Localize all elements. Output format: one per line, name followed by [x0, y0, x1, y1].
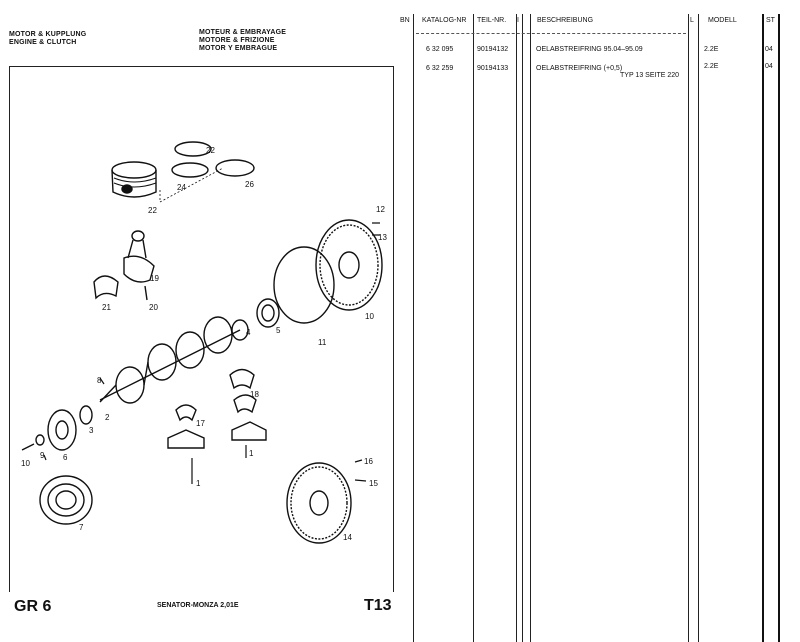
- part-callout: 22: [206, 146, 215, 155]
- part-callout: 19: [150, 274, 159, 283]
- pulley: [47, 409, 77, 451]
- part-callout: 13: [378, 233, 387, 242]
- modell: 2.2E: [704, 63, 719, 70]
- part-callout: 4: [246, 328, 251, 337]
- bearing-cap: [231, 421, 267, 441]
- part-callout: 26: [245, 180, 254, 189]
- part-callouts: 22 24 26 22 19 20 21 12 13 10 11 5 4 8 2…: [21, 146, 387, 542]
- part-callout: 20: [149, 303, 158, 312]
- part-callout: 16: [364, 457, 373, 466]
- gear: [79, 405, 93, 425]
- column-header-beschreibung: BESCHREIBUNG: [537, 17, 594, 24]
- column-divider: [413, 14, 414, 642]
- flywheel-drawing: [315, 219, 383, 311]
- teil-nr: 90194132: [477, 46, 509, 53]
- column-header-st: ST: [766, 17, 775, 24]
- beschreibung: OELABSTREIFRING (+0,5): [536, 65, 623, 72]
- part-callout: 7: [79, 523, 84, 532]
- column-header-bn: BN: [400, 17, 410, 24]
- type-page-note: TYP 13 SEITE 220: [620, 72, 680, 79]
- stueckzahl: 04: [765, 63, 773, 70]
- column-header-katalog: KATALOG-NR: [422, 17, 467, 24]
- part-callout: 18: [250, 390, 259, 399]
- column-header-teil: TEIL-NR.: [477, 17, 507, 24]
- header-line: MOTOR Y EMBRAGUE: [199, 45, 278, 52]
- column-divider: [778, 14, 780, 642]
- part-callout: 1: [249, 449, 254, 458]
- piston-drawing: [111, 161, 157, 198]
- bearing-shell: [93, 275, 119, 300]
- piston-ring: [171, 162, 209, 178]
- diagram-frame: [9, 66, 394, 592]
- column-divider: [698, 14, 699, 642]
- header-line: MOTORE & FRIZIONE: [199, 37, 275, 44]
- part-callout: 1: [196, 479, 201, 488]
- part-callout: 8: [97, 376, 102, 385]
- column-divider: [473, 14, 474, 642]
- part-callout: 10: [21, 459, 30, 468]
- part-callout: 15: [369, 479, 378, 488]
- plate-number: T13: [364, 597, 392, 614]
- part-callout: 17: [196, 419, 205, 428]
- exploded-parts-diagram: 22 24 26 22 19 20 21 12 13 10 11 5 4 8 2…: [21, 141, 387, 544]
- crankshaft-drawing: [99, 316, 249, 404]
- part-callout: 5: [276, 326, 281, 335]
- group-number: GR 6: [14, 598, 52, 615]
- vibration-damper: [39, 475, 93, 525]
- catalog-header-right: MOTEUR & EMBRAYAGE MOTORE & FRIZIONE MOT…: [199, 29, 286, 53]
- flexplate: [286, 462, 352, 544]
- catalog-header-left: MOTOR & KUPPLUNG ENGINE & CLUTCH: [9, 31, 86, 47]
- part-callout: 10: [365, 312, 374, 321]
- column-divider: [762, 14, 764, 642]
- parts-table: BN KATALOG-NR TEIL-NR. I BESCHREIBUNG L …: [398, 14, 800, 642]
- katalog-nr: 6 32 095: [426, 46, 454, 53]
- part-callout: 21: [102, 303, 111, 312]
- header-rule: [416, 33, 686, 34]
- oil-scraper-ring: [215, 159, 255, 177]
- part-callout: 14: [343, 533, 352, 542]
- piston-ring: [174, 141, 212, 157]
- rear-oil-seal: [256, 298, 280, 328]
- part-callout: 24: [177, 183, 186, 192]
- column-divider: [688, 14, 689, 642]
- part-callout: 2: [105, 413, 110, 422]
- column-header-modell: MODELL: [708, 17, 737, 24]
- header-line: ENGINE & CLUTCH: [9, 39, 77, 46]
- teil-nr: 90194133: [477, 65, 509, 72]
- beschreibung: OELABSTREIFRING 95.04–95.09: [536, 46, 643, 53]
- column-divider: [516, 14, 517, 642]
- column-header-l: L: [690, 17, 694, 24]
- model-reference: SENATOR-MONZA 2,01E: [157, 602, 239, 609]
- part-callout: 22: [148, 206, 157, 215]
- part-callout: 11: [318, 338, 327, 347]
- column-divider: [522, 14, 523, 642]
- part-callout: 9: [40, 451, 45, 460]
- bearing-shell: [229, 368, 255, 390]
- bearing-shell: [175, 404, 197, 422]
- part-callout: 3: [89, 426, 94, 435]
- bearing-shell: [233, 394, 257, 414]
- connecting-rod-drawing: [123, 230, 155, 301]
- stueckzahl: 04: [765, 46, 773, 53]
- part-callout: 12: [376, 205, 385, 214]
- seal-ring: [273, 246, 335, 324]
- modell: 2.2E: [704, 46, 719, 53]
- katalog-nr: 6 32 259: [426, 65, 454, 72]
- bearing-cap: [167, 429, 205, 449]
- header-line: MOTEUR & EMBRAYAGE: [199, 29, 287, 36]
- part-callout: 6: [63, 453, 68, 462]
- column-header-i: I: [517, 17, 519, 24]
- column-divider: [530, 14, 531, 642]
- header-line: MOTOR & KUPPLUNG: [9, 31, 87, 38]
